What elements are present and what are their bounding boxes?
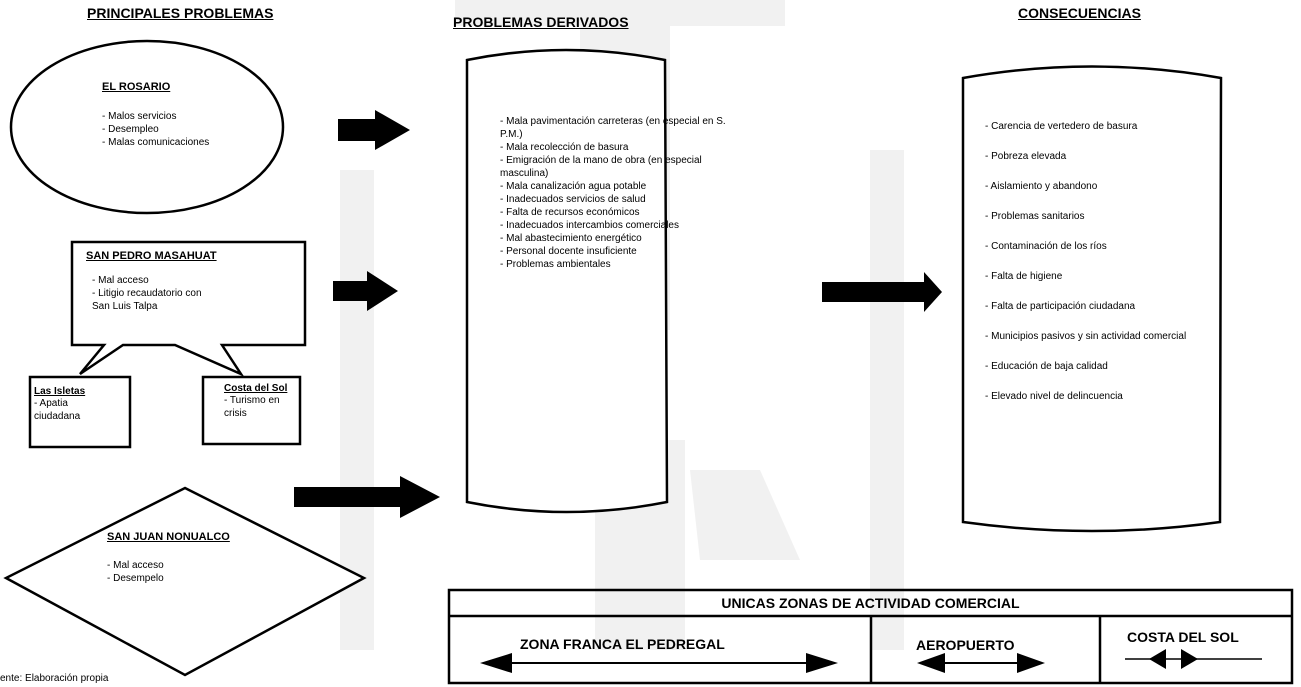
consecuencias-cylinder (961, 65, 1223, 533)
costa-sol-block: Costa del Sol - Turismo en crisis (224, 383, 296, 420)
zone-pedregal-arrow (480, 653, 838, 673)
header-derivados: PROBLEMAS DERIVADOS (453, 14, 629, 30)
el-rosario-title: EL ROSARIO (102, 81, 171, 93)
zone-costa-arrow (1125, 649, 1262, 669)
derivados-item: - Inadecuados servicios de salud (500, 194, 646, 205)
derivados-item: - Mala canalización agua potable (500, 181, 647, 192)
header-consecuencias: CONSECUENCIAS (1018, 5, 1141, 21)
costa-del-sol-box (201, 375, 302, 446)
derivados-item: - Problemas ambientales (500, 259, 611, 270)
san-juan-item: - Desempelo (107, 573, 164, 584)
costa-sol-list: - Turismo en crisis (224, 394, 292, 420)
source-note: ente: Elaboración propia (0, 673, 109, 684)
san-juan-item: - Mal acceso (107, 560, 164, 571)
arrow-sanpedro-to-derivados (333, 271, 398, 311)
derivados-item: - Inadecuados intercambios comerciales (500, 220, 679, 231)
derivados-list: - Mala pavimentación carreteras (en espe… (500, 115, 735, 271)
el-rosario-item: - Malos servicios (102, 111, 177, 122)
consecuencias-item: - Falta de participación ciudadana (985, 301, 1136, 312)
las-isletas-block: Las Isletas - Apatia ciudadana (34, 386, 124, 423)
consecuencias-item: - Falta de higiene (985, 271, 1063, 282)
san-juan-list: - Mal acceso - Desempelo (107, 559, 230, 585)
derivados-cylinder (465, 48, 669, 514)
el-rosario-list: - Malos servicios - Desempleo - Malas co… (102, 110, 209, 149)
consecuencias-list: - Carencia de vertedero de basura - Pobr… (985, 120, 1215, 403)
san-pedro-block: SAN PEDRO MASAHUAT - Mal acceso - Litigi… (86, 250, 296, 313)
arrow-derivados-to-consecuencias (822, 272, 942, 312)
el-rosario-item: - Malas comunicaciones (102, 137, 210, 148)
consecuencias-item: - Problemas sanitarios (985, 211, 1085, 222)
arrow-rosario-to-derivados (338, 110, 410, 150)
consecuencias-item: - Educación de baja calidad (985, 361, 1108, 372)
derivados-item: - Emigración de la mano de obra (en espe… (500, 155, 702, 179)
san-pedro-list: - Mal acceso - Litigio recaudatorio con … (86, 274, 296, 313)
san-pedro-item: - Mal acceso (92, 275, 149, 286)
derivados-item: - Falta de recursos económicos (500, 207, 640, 218)
zonas-table (447, 588, 1294, 685)
zona-costa-label: COSTA DEL SOL (1127, 629, 1239, 645)
derivados-item: - Mal abastecimiento energético (500, 233, 642, 244)
las-isletas-list: - Apatia ciudadana (34, 397, 96, 423)
zona-pedregal-label: ZONA FRANCA EL PEDREGAL (520, 636, 725, 652)
el-rosario-item: - Desempleo (102, 124, 159, 135)
las-isletas-title: Las Isletas (34, 386, 86, 397)
san-pedro-item: - Litigio recaudatorio con San Luis Talp… (92, 288, 202, 312)
costa-sol-item: - Turismo en crisis (224, 395, 280, 419)
derivados-block: - Mala pavimentación carreteras (en espe… (500, 115, 735, 271)
header-principales: PRINCIPALES PROBLEMAS (87, 5, 274, 21)
zonas-title: UNICAS ZONAS DE ACTIVIDAD COMERCIAL (721, 595, 1020, 611)
san-pedro-title: SAN PEDRO MASAHUAT (86, 250, 217, 262)
consecuencias-item: - Elevado nivel de delincuencia (985, 391, 1123, 402)
consecuencias-item: - Contaminación de los ríos (985, 241, 1107, 252)
el-rosario-ellipse (9, 39, 285, 215)
derivados-item: - Mala pavimentación carreteras (en espe… (500, 116, 726, 140)
derivados-item: - Personal docente insuficiente (500, 246, 637, 257)
consecuencias-item: - Aislamiento y abandono (985, 181, 1098, 192)
zone-aeropuerto-arrow (917, 653, 1045, 673)
consecuencias-item: - Municipios pasivos y sin actividad com… (985, 331, 1187, 342)
zona-aeropuerto-label: AEROPUERTO (916, 637, 1015, 653)
las-isletas-box (28, 375, 132, 449)
derivados-item: - Mala recolección de basura (500, 142, 629, 153)
consecuencias-item: - Pobreza elevada (985, 151, 1067, 162)
las-isletas-item: - Apatia ciudadana (34, 398, 81, 422)
arrow-sanjuan-to-derivados (294, 476, 440, 518)
san-pedro-callout (70, 240, 307, 377)
el-rosario-block: EL ROSARIO - Malos servicios - Desempleo… (102, 81, 209, 149)
san-juan-block: SAN JUAN NONUALCO - Mal acceso - Desempe… (107, 531, 230, 585)
consecuencias-block: - Carencia de vertedero de basura - Pobr… (985, 120, 1215, 420)
costa-sol-title: Costa del Sol (224, 383, 288, 394)
san-juan-diamond (3, 486, 367, 677)
san-juan-title: SAN JUAN NONUALCO (107, 531, 230, 543)
consecuencias-item: - Carencia de vertedero de basura (985, 121, 1138, 132)
